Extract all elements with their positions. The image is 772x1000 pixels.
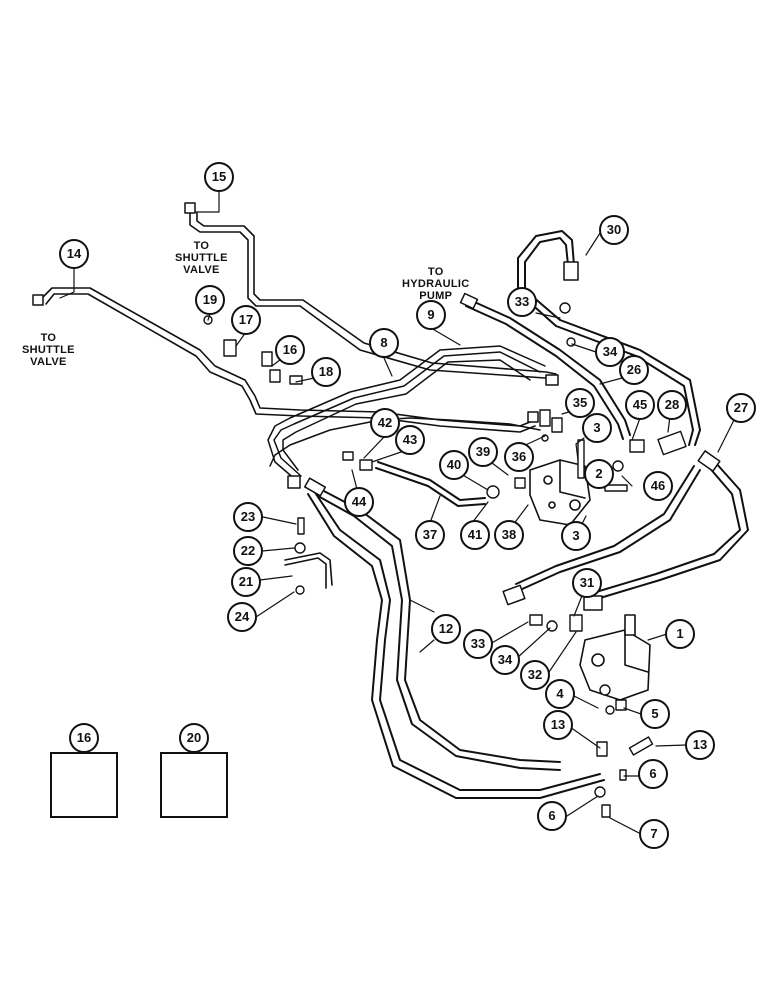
label-to-hydraulic-pump: TO HYDRAULIC PUMP (402, 266, 470, 302)
callout-12: 12 (431, 614, 461, 644)
callout-5: 5 (640, 699, 670, 729)
bracket-21 (284, 552, 333, 589)
callout-31: 31 (572, 568, 602, 598)
callout-28: 28 (657, 390, 687, 420)
callout-35: 35 (565, 388, 595, 418)
callout-inset-20: 20 (179, 723, 209, 753)
valve-body-38 (529, 459, 591, 526)
callout-2: 2 (584, 459, 614, 489)
callout-45: 45 (625, 390, 655, 420)
hose-middle (515, 465, 701, 591)
callout-22: 22 (233, 536, 263, 566)
callout-8: 8 (369, 328, 399, 358)
callout-41: 41 (460, 520, 490, 550)
callout-16: 16 (275, 335, 305, 365)
callout-27: 27 (726, 393, 756, 423)
callout-23: 23 (233, 502, 263, 532)
callout-33-bottom: 33 (463, 629, 493, 659)
callout-3-bottom: 3 (561, 521, 591, 551)
callout-46: 46 (643, 471, 673, 501)
label-to-shuttle-valve-top: TO SHUTTLE VALVE (175, 240, 228, 276)
callout-14: 14 (59, 239, 89, 269)
callout-42: 42 (370, 408, 400, 438)
callout-6-right: 6 (638, 759, 668, 789)
leader-lines (59, 189, 735, 835)
callout-3-top: 3 (582, 413, 612, 443)
hose-12 (307, 487, 605, 799)
callout-34-bottom: 34 (490, 645, 520, 675)
callout-inset-16: 16 (69, 723, 99, 753)
callout-1: 1 (665, 619, 695, 649)
callout-13-left: 13 (543, 710, 573, 740)
callout-18: 18 (311, 357, 341, 387)
callout-39: 39 (468, 437, 498, 467)
label-to-shuttle-valve-left: TO SHUTTLE VALVE (22, 332, 75, 368)
inset-box-20 (160, 752, 228, 818)
callout-30: 30 (599, 215, 629, 245)
callout-13-right: 13 (685, 730, 715, 760)
callout-24: 24 (227, 602, 257, 632)
callout-36: 36 (504, 442, 534, 472)
callout-17: 17 (231, 305, 261, 335)
callout-43: 43 (395, 425, 425, 455)
callout-21: 21 (231, 567, 261, 597)
callout-38: 38 (494, 520, 524, 550)
callout-4: 4 (545, 679, 575, 709)
callout-32: 32 (520, 660, 550, 690)
callout-26: 26 (619, 355, 649, 385)
pump-body-1 (579, 614, 651, 701)
callout-7: 7 (639, 819, 669, 849)
callout-37: 37 (415, 520, 445, 550)
callout-19: 19 (195, 285, 225, 315)
hose-27 (595, 461, 749, 599)
callout-9: 9 (416, 300, 446, 330)
hose-26 (465, 299, 631, 440)
tube-15 (189, 212, 557, 381)
hose-37 (375, 461, 486, 507)
small-fittings (203, 302, 687, 818)
inset-box-16 (50, 752, 118, 818)
callout-15: 15 (204, 162, 234, 192)
callout-6-left: 6 (537, 801, 567, 831)
callout-44: 44 (344, 487, 374, 517)
callout-33-top: 33 (507, 287, 537, 317)
callout-40: 40 (439, 450, 469, 480)
